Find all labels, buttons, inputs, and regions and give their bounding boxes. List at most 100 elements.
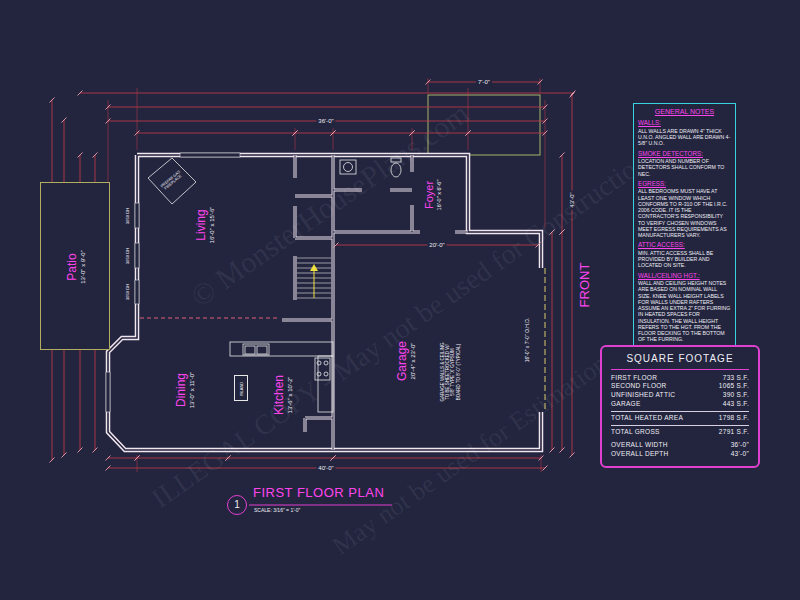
plan-line [560,153,565,158]
plan-line [334,243,339,248]
room-name: Living [195,207,209,244]
callout-text: 1 [234,500,240,510]
notes-heading: SMOKE DETECTORS: [638,150,731,158]
plan-line [257,346,267,354]
plan-line [552,232,553,450]
table-cell-label: UNFINISHED ATTIC [611,391,711,400]
room-size: 16'-0" x 6'-6" [435,180,441,211]
island-counter: ISLAND [234,375,248,401]
dimension-text: 20'-0" [427,242,446,249]
room-label: Dining13'-0" x 11'-0" [175,372,196,408]
notes-heading: ATTIC ACCESS: [638,241,731,249]
table-cell-label: GARAGE [611,400,711,409]
table-cell-value: 36'-0" [711,441,749,450]
room-area: Foyer16'-0" x 6'-6" [414,160,466,230]
room-size: 20'-4" x 23'-0" [409,341,416,381]
plan-line [106,372,110,412]
plan-line [50,98,55,103]
beam-line [140,318,280,319]
notes-body: ALL BEDROOMS MUST HAVE AT LEAST ONE WIND… [638,188,731,238]
window-tag: 3050 DH [126,208,131,225]
plan-line [93,153,98,158]
plan-line [62,453,67,458]
room-size: 13'-0" x 11'-0" [188,372,195,408]
stairs [297,258,331,298]
plan-line [314,270,315,298]
plan-line [560,448,565,453]
dimension-text: 36'-0" [316,118,335,125]
plan-line [95,338,96,450]
plan-line [93,448,98,453]
plan-line [135,243,139,268]
table-cell-label: OVERALL WIDTH [611,441,711,450]
table-cell-label: SECOND FLOOR [611,382,711,391]
watermark: ILLEGAL COPY - May not be used for Const… [146,145,655,515]
room-area: ISLAND Kitchen13'-6" x 10'-2" [228,360,332,448]
room-label: Kitchen13'-6" x 10'-2" [273,375,294,415]
plan-line [137,133,295,134]
plan-line [333,128,334,150]
patio-area: Patio13'-0" x 9'-0" [40,182,110,350]
plan-line [571,91,576,96]
table-cell-value: 390 S.F. [711,391,749,400]
plan-line [550,448,555,453]
plan-line [106,456,111,461]
notes-body: LOCATION AND NUMBER OF DETECTORS SHALL C… [638,158,731,177]
plan-line [570,453,575,458]
room-area: Living16'-0" x 15'-6" [140,160,290,310]
table-cell-label: OVERALL DEPTH [611,450,711,459]
table-cell-label: TOTAL HEATED AREA [611,411,711,423]
room-size: 16'-0" x 15'-6" [208,207,215,244]
plan-line [137,88,138,150]
table-cell-value: 443 S.F. [711,400,749,409]
room-name: Kitchen [273,375,287,415]
fireplace-label: PREFAB GAS FIREPLACE [159,169,185,192]
plan-line [297,258,331,259]
plan-line [540,78,541,93]
table-cell-label: TOTAL GROSS [611,425,711,437]
room-label: Foyer16'-0" x 6'-6" [423,180,442,211]
plan-line [50,458,55,463]
plan-line [78,91,83,96]
plan-line [80,93,573,94]
plan-line [295,128,296,150]
plan-line [310,264,318,271]
plan-line [135,456,140,461]
plan-line [466,131,471,136]
plan-line [331,456,336,461]
plan-line [106,119,111,124]
plan-line [135,456,140,461]
plan-line [466,131,471,136]
room-area: Garage20'-4" x 23'-0" [336,236,538,448]
plan-line [539,456,544,461]
room-label: Garage20'-4" x 23'-0" [396,341,417,381]
plan-line [135,280,139,304]
notes-heading: EGRESS: [638,180,731,188]
table-cell-label: FIRST FLOOR [611,374,711,383]
plan-line [331,456,336,461]
drawing-title: FIRST FLOOR PLAN [253,486,384,501]
plan-line [230,342,333,356]
scale-caption: SCALE: 3/16" = 1'-0" [254,508,300,514]
plan-line [106,466,111,471]
room-label: ISLAND [240,382,245,396]
plan-line [135,131,140,136]
plan-line [468,133,545,134]
plan-line [562,232,563,450]
plan-line [570,93,575,98]
room-name: ISLAND [240,382,245,396]
plan-line [543,119,548,124]
table-heading: SQUARE FOOTAGE [611,352,749,370]
watermark: May not be used for Estimation [327,349,613,562]
room-label: Patio13'-0" x 9'-0" [66,250,87,284]
plan-line [135,203,139,228]
note-text: GARAGE WALLS & CEILING TO BE SHEETROCKED… [440,340,461,404]
plan-line [426,80,431,85]
room-name: Patio [66,250,80,284]
room-size: 13'-6" x 10'-2" [286,375,293,415]
table-cell-value: 733 S.F. [711,374,749,383]
table-cell-value: 43'-0" [711,450,749,459]
room-area: Dining13'-0" x 11'-0" [140,322,228,448]
general-notes-box: GENERAL NOTESWALLS:ALL WALLS ARE DRAWN 4… [633,103,736,348]
table-cell-value: 2791 S.F. [711,425,749,437]
